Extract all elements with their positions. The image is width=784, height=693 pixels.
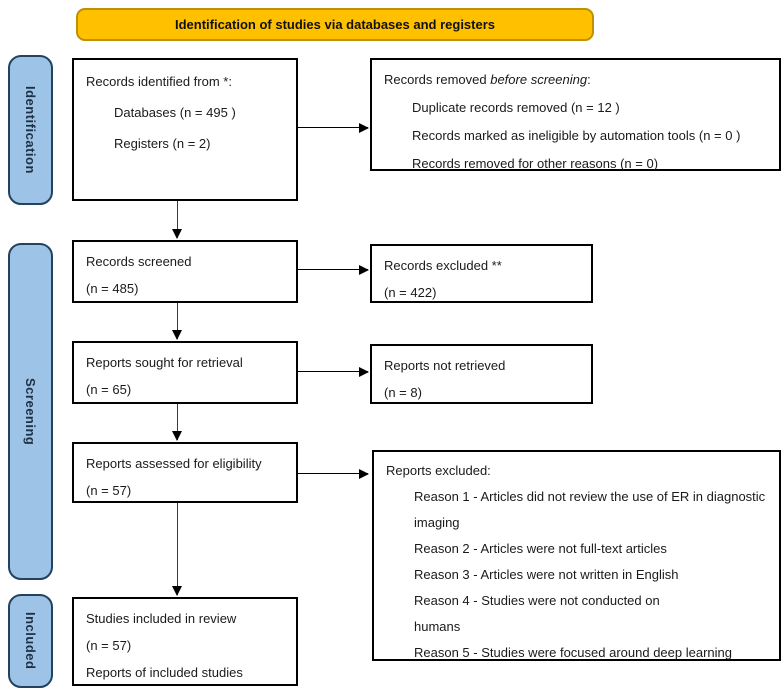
banner-label: Identification of studies via databases … xyxy=(174,17,496,32)
box-records-identified-title: Records identified from *: xyxy=(86,74,232,89)
records-excluded-label: Records excluded ** xyxy=(384,258,502,273)
reports-assessed-label: Reports assessed for eligibility xyxy=(86,456,262,471)
reports-excluded-reason-1: Reason 1 - Articles did not review the u… xyxy=(414,489,766,504)
reports-excluded-reason-1-cont: imaging xyxy=(414,515,460,530)
box-records-removed: Records removed before screening: Duplic… xyxy=(370,58,781,171)
stage-screening: Screening xyxy=(8,243,53,580)
arrowhead-down-icon xyxy=(172,330,183,340)
banner-identification-via-databases: Identification of studies via databases … xyxy=(76,8,594,41)
box-records-removed-title: Records removed before screening: xyxy=(384,66,769,94)
reports-excluded-reason-2: Reason 2 - Articles were not full-text a… xyxy=(414,541,667,556)
stage-identification-label: Identification xyxy=(23,86,38,174)
box-records-excluded: Records excluded ** (n = 422) xyxy=(370,244,593,303)
arrow-screened-to-sought xyxy=(172,303,183,340)
reports-sought-label: Reports sought for retrieval xyxy=(86,355,243,370)
arrow-assessed-to-reports-excluded xyxy=(298,468,369,479)
arrow-assessed-to-included xyxy=(172,503,183,596)
box-reports-excluded: Reports excluded: Reason 1 - Articles di… xyxy=(372,450,781,661)
records-excluded-count: (n = 422) xyxy=(384,285,437,300)
box-reports-assessed: Reports assessed for eligibility (n = 57… xyxy=(72,442,298,503)
records-identified-registers: Registers (n = 2) xyxy=(114,136,211,151)
reports-excluded-reason-3: Reason 3 - Articles were not written in … xyxy=(414,567,679,582)
arrowhead-right-icon xyxy=(359,468,369,479)
arrow-identified-to-removed xyxy=(298,122,369,133)
reports-excluded-reason-5: Reason 5 - Studies were focused around d… xyxy=(414,645,732,660)
studies-included-reports: Reports of included studies xyxy=(86,665,243,680)
arrowhead-down-icon xyxy=(172,229,183,239)
arrow-screened-to-excluded xyxy=(298,264,369,275)
records-removed-other: Records removed for other reasons (n = 0… xyxy=(412,156,659,171)
reports-excluded-reason-4: Reason 4 - Studies were not conducted on xyxy=(414,593,660,608)
stage-included-label: Included xyxy=(23,612,38,670)
arrow-sought-to-assessed xyxy=(172,404,183,441)
box-reports-not-retrieved: Reports not retrieved (n = 8) xyxy=(370,344,593,404)
records-removed-duplicates: Duplicate records removed (n = 12 ) xyxy=(412,100,620,115)
records-screened-count: (n = 485) xyxy=(86,281,139,296)
arrowhead-down-icon xyxy=(172,586,183,596)
box-records-identified: Records identified from *: Databases (n … xyxy=(72,58,298,201)
records-screened-label: Records screened xyxy=(86,254,192,269)
studies-included-count: (n = 57) xyxy=(86,638,132,653)
arrowhead-down-icon xyxy=(172,431,183,441)
reports-excluded-title: Reports excluded: xyxy=(386,463,491,478)
records-removed-title-italic: before screening xyxy=(490,72,588,87)
arrowhead-right-icon xyxy=(359,264,369,275)
arrow-sought-to-not-retrieved xyxy=(298,366,369,377)
records-removed-title-suffix: : xyxy=(587,72,591,87)
reports-sought-count: (n = 65) xyxy=(86,382,132,397)
arrowhead-right-icon xyxy=(359,366,369,377)
records-removed-title-prefix: Records removed xyxy=(384,72,491,87)
reports-excluded-reason-4-cont: humans xyxy=(414,619,461,634)
stage-identification: Identification xyxy=(8,55,53,205)
stage-screening-label: Screening xyxy=(23,377,38,446)
studies-included-label: Studies included in review xyxy=(86,611,237,626)
reports-not-retrieved-count: (n = 8) xyxy=(384,385,422,400)
records-identified-databases: Databases (n = 495 ) xyxy=(114,105,236,120)
reports-assessed-count: (n = 57) xyxy=(86,483,132,498)
records-removed-automation: Records marked as ineligible by automati… xyxy=(412,128,741,143)
reports-not-retrieved-label: Reports not retrieved xyxy=(384,358,506,373)
arrow-identified-to-screened xyxy=(172,201,183,239)
stage-included: Included xyxy=(8,594,53,688)
box-reports-sought: Reports sought for retrieval (n = 65) xyxy=(72,341,298,404)
box-records-screened: Records screened (n = 485) xyxy=(72,240,298,303)
box-studies-included: Studies included in review (n = 57) Repo… xyxy=(72,597,298,686)
arrowhead-right-icon xyxy=(359,122,369,133)
